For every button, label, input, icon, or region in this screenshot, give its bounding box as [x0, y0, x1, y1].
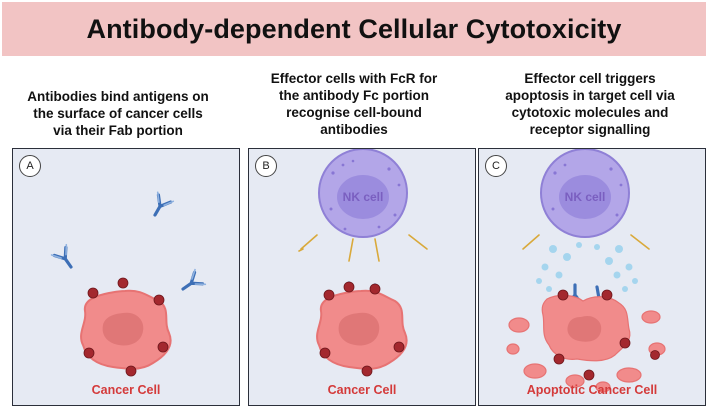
panel-c-letter: C [485, 155, 507, 177]
caption-a-line-2: the surface of cancer cells [33, 106, 203, 121]
caption-c-line-4: receptor signalling [529, 122, 651, 137]
caption-a-line-1: Antibodies bind antigens on [27, 89, 209, 104]
antibody-3 [176, 267, 207, 298]
page-title: Antibody-dependent Cellular Cytotoxicity [86, 13, 622, 44]
panel-b: B NK cell [248, 148, 476, 406]
fc-receptors [522, 234, 650, 250]
cancer-cell [316, 289, 408, 370]
caption-c: Effector cell triggers apoptosis in targ… [477, 70, 703, 138]
title-banner: Antibody-dependent Cellular Cytotoxicity [2, 2, 706, 56]
caption-b-line-1: Effector cells with FcR for [270, 71, 438, 86]
nk-cell: NK cell [318, 149, 408, 238]
nk-cell-label-c: NK cell [565, 190, 606, 204]
panel-a: A Cancer Cell [12, 148, 240, 406]
caption-c-line-3: cytotoxic molecules and [511, 105, 669, 120]
cancer-cell-label-a: Cancer Cell [91, 383, 161, 397]
panel-a-illustration [49, 190, 207, 377]
caption-b-line-4: antibodies [320, 122, 388, 137]
caption-b-line-3: recognise cell-bound [286, 105, 422, 120]
cancer-cell-label-c: Apoptotic Cancer Cell [526, 383, 658, 397]
antigens [553, 289, 660, 381]
fragmented-nucleus [567, 315, 602, 342]
caption-b-line-2: the antibody Fc portion [279, 88, 429, 103]
panel-c: C NK cell [478, 148, 706, 406]
panel-b-illustration: NK cell [298, 149, 428, 377]
panel-b-letter: B [255, 155, 277, 177]
caption-b: Effector cells with FcR for the antibody… [241, 70, 467, 138]
nk-cell-label-b: NK cell [343, 190, 384, 204]
panel-c-illustration: NK cell [506, 149, 666, 393]
caption-a-line-3: via their Fab portion [53, 123, 183, 138]
antigens [83, 277, 169, 377]
caption-c-line-2: apoptosis in target cell via [505, 88, 675, 103]
caption-c-line-1: Effector cell triggers [524, 71, 656, 86]
antibody-2 [49, 243, 80, 274]
cancer-cell [80, 289, 172, 370]
fc-receptors [298, 234, 428, 262]
nk-cell: NK cell [540, 149, 630, 238]
caption-a: Antibodies bind antigens on the surface … [5, 70, 231, 139]
cancer-cell-label-b: Cancer Cell [327, 383, 397, 397]
cytotoxic-granules [536, 242, 638, 292]
panel-a-letter: A [19, 155, 41, 177]
antigens [319, 281, 405, 377]
antibody-1 [145, 190, 175, 222]
